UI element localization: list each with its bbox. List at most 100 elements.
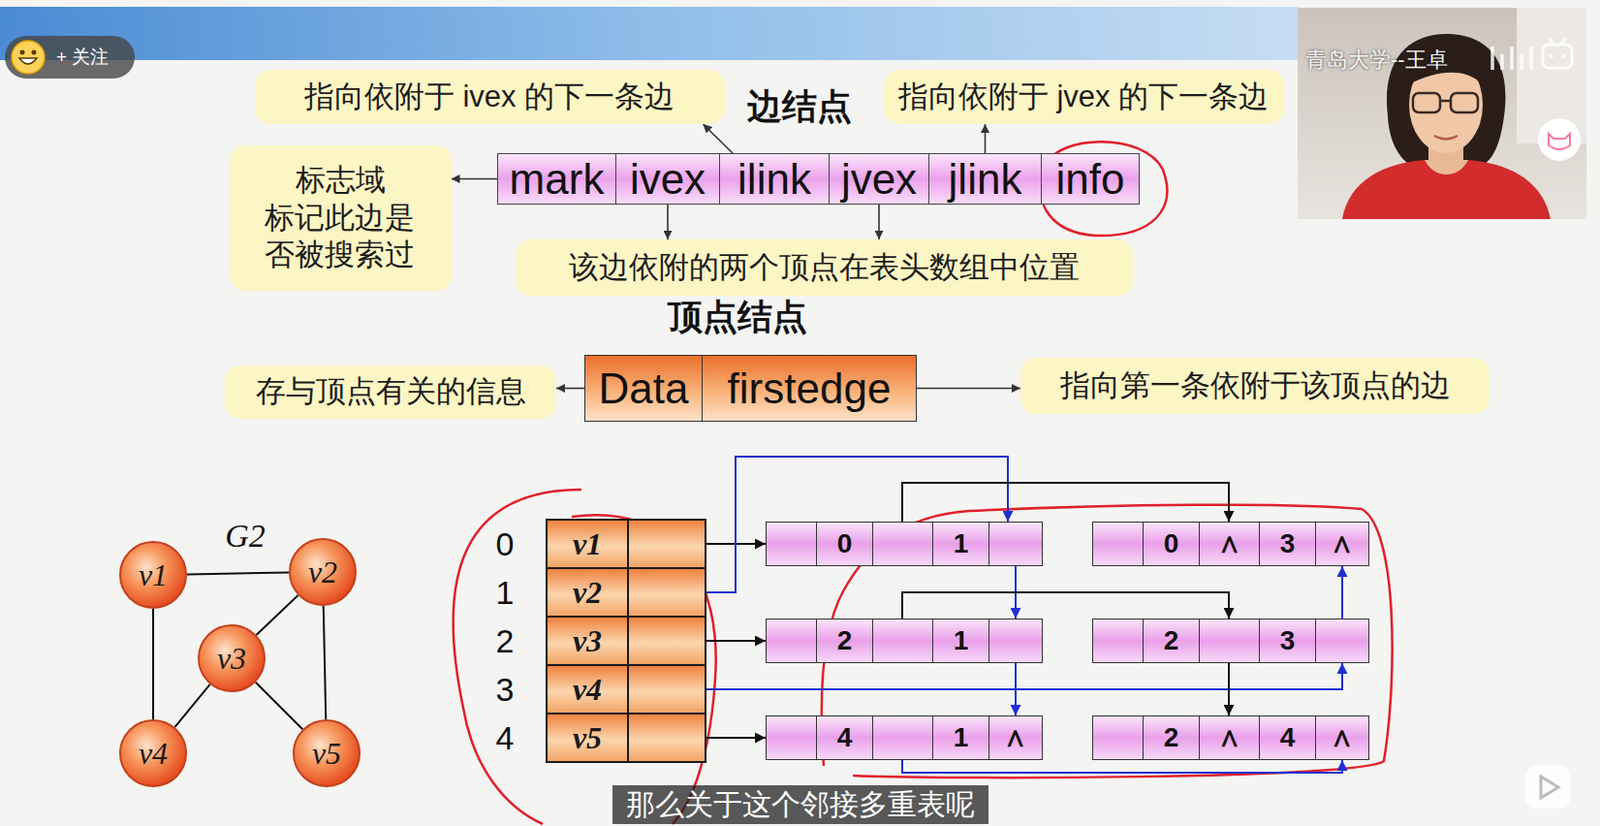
pointer-cell	[628, 665, 705, 713]
record-cell	[1093, 619, 1144, 662]
hand-drawn-circle	[1040, 141, 1167, 236]
vertex-circle: v5	[291, 718, 362, 788]
cat-icon	[1537, 118, 1581, 161]
record-cell: 4	[816, 716, 874, 759]
record-cell: 2	[1143, 716, 1200, 759]
record-cell: 0	[816, 522, 874, 565]
record-value: ∧	[1003, 719, 1027, 756]
record-cell	[766, 619, 817, 662]
callout-box: 指向第一条依附于该顶点的边	[1020, 357, 1490, 414]
connector-group	[153, 124, 1343, 773]
pointer-arrow	[984, 124, 987, 154]
section-heading-holder: 边结点	[747, 85, 852, 127]
pointer-arrow	[878, 204, 880, 240]
pointer-arrow	[1341, 565, 1344, 619]
vertex-circle: v4	[118, 718, 189, 788]
watermark-holder: 青岛大学--王卓	[1305, 47, 1448, 73]
callout-text: 标记此边是否被搜索过	[264, 199, 417, 276]
subtitle-holder: 那么关于这个邻接多重表呢	[612, 784, 989, 824]
callout-text: 标志域	[295, 161, 386, 200]
play-icon	[1540, 776, 1559, 798]
record-cell	[1316, 619, 1368, 662]
edge-record: 0∧3∧	[1092, 521, 1370, 566]
graph-edge	[152, 608, 155, 720]
record-value: ∧	[1218, 719, 1241, 756]
field-name: jlink	[948, 155, 1023, 204]
record-cell: ∧	[1199, 522, 1260, 565]
callout-text: 指向第一条依附于该顶点的边	[1060, 367, 1451, 406]
record-cell	[1199, 619, 1260, 662]
play-button	[1525, 765, 1570, 809]
record-cell: ∧	[1316, 522, 1368, 565]
record-value: 1	[953, 625, 970, 657]
record-value: 2	[1163, 721, 1180, 753]
name-cell: v4	[547, 665, 629, 713]
callout-text: 该边依附的两个顶点在表头数组中位置	[568, 249, 1080, 287]
array-index: 0	[496, 524, 515, 565]
pointer-arrow	[1014, 662, 1017, 716]
pointer-arrow	[1227, 662, 1230, 716]
smiley-icon	[11, 40, 45, 74]
presenter-glasses	[1412, 93, 1441, 113]
webcam-overlay	[1297, 7, 1587, 220]
edge-field-cell: jvex	[828, 153, 930, 205]
presenter-sweater	[1342, 159, 1551, 220]
record-cell	[873, 522, 934, 565]
record-value: ∧	[1218, 525, 1241, 563]
edge-field-cell: ilink	[719, 153, 830, 205]
follow-button-text-holder: + 关注	[56, 46, 109, 69]
vertex-array-row: v1	[545, 518, 707, 569]
vertex-array-row: v3	[545, 615, 707, 666]
array-index-holder: 3	[496, 669, 515, 710]
pointer-cell	[628, 520, 705, 567]
smiley-eye	[31, 50, 37, 56]
vertex-name: v5	[572, 720, 602, 756]
circle-shape	[198, 625, 265, 691]
array-index-holder: 1	[496, 572, 515, 613]
watermark: 青岛大学--王卓	[1305, 47, 1448, 73]
callout-box: 该边依附的两个顶点在表头数组中位置	[515, 239, 1133, 296]
presenter-glasses	[1450, 93, 1478, 113]
record-cell	[1093, 716, 1144, 759]
graph-name-holder: G2	[224, 516, 266, 557]
section-heading: 顶点结点	[667, 295, 808, 338]
field-name: Data	[598, 364, 690, 413]
callout-text: 指向依附于 jvex 的下一条边	[898, 78, 1269, 117]
record-value: 1	[953, 721, 970, 753]
record-value: 0	[1163, 528, 1180, 560]
record-cell: 4	[1259, 716, 1317, 759]
callout-box: 指向依附于 jvex 的下一条边	[883, 69, 1285, 125]
vertex-name: v2	[572, 574, 602, 611]
vertex-label: v4	[138, 735, 168, 772]
record-cell	[766, 716, 817, 759]
circle-shape	[293, 720, 360, 786]
vertex-label: v1	[138, 557, 168, 594]
field-name: jvex	[841, 155, 917, 204]
vertex-array-row: v5	[545, 712, 707, 763]
pointer-cell	[628, 568, 705, 616]
record-value: 3	[1280, 625, 1296, 657]
record-cell: 1	[933, 716, 990, 759]
record-value: ∧	[1330, 719, 1353, 756]
pointer-arrow	[703, 124, 734, 154]
edge-field-cell: info	[1040, 153, 1140, 205]
callout-box: 存与顶点有关的信息	[224, 365, 557, 419]
pointer-cell	[628, 617, 705, 664]
edge-field-cell: jlink	[928, 153, 1042, 205]
record-cell: 0	[1143, 522, 1200, 565]
vertex-circle: v1	[118, 539, 189, 610]
record-cell	[873, 716, 934, 759]
graph-name: G2	[224, 516, 266, 557]
array-index: 2	[496, 621, 515, 661]
callout-text: 指向依附于 ivex 的下一条边	[304, 78, 675, 117]
array-index: 3	[496, 669, 515, 710]
field-name: ivex	[629, 155, 706, 204]
pointer-arrow	[916, 387, 1021, 390]
subtitle: 那么关于这个邻接多重表呢	[612, 784, 989, 824]
array-index-holder: 0	[496, 524, 515, 565]
name-cell: v2	[547, 568, 629, 616]
record-cell	[766, 522, 817, 565]
vertex-label: v2	[308, 554, 338, 591]
field-name: info	[1056, 155, 1126, 204]
pointer-arrow	[706, 736, 766, 739]
